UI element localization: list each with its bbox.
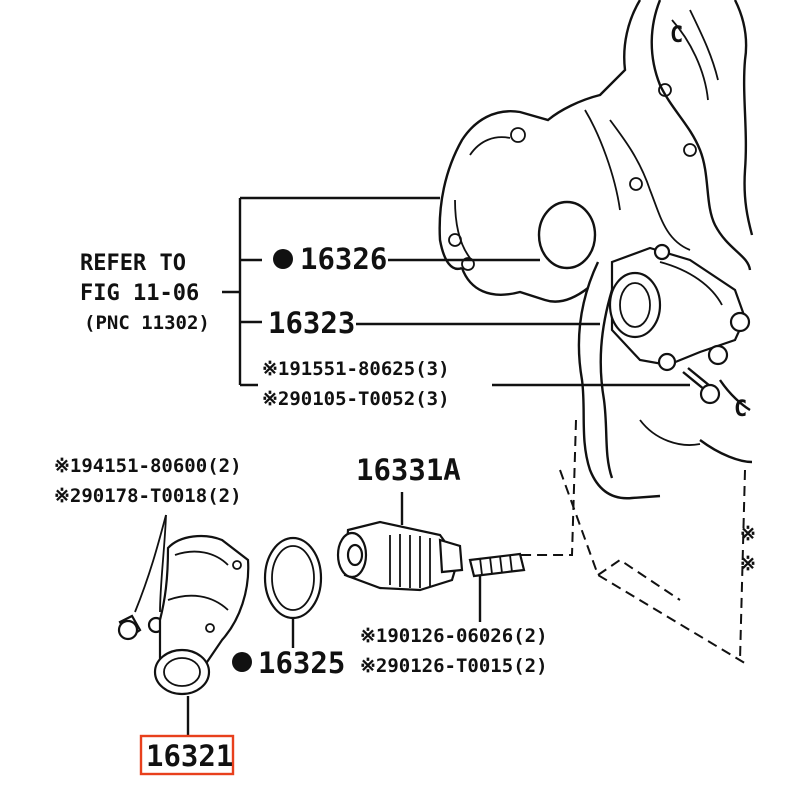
- part-label-bolt-b2[interactable]: ※290178-T0018(2): [54, 485, 242, 507]
- partial-mark-2: ※: [740, 553, 756, 575]
- engine-cover-drawing: [438, 0, 754, 500]
- stud-drawing: [468, 552, 526, 578]
- gasket-drawing: [263, 536, 323, 620]
- thermostat-drawing: [336, 520, 464, 592]
- reference-line-3: (PNC 11302): [84, 312, 210, 334]
- bolt-a-drawing: [682, 367, 721, 405]
- c-marker-2: C: [734, 397, 747, 422]
- assembly-dashed-lines: [520, 419, 749, 666]
- filled-dot-16326: [273, 249, 293, 269]
- part-label-16326[interactable]: 16326: [300, 242, 387, 276]
- reference-line-1: REFER TO: [80, 251, 186, 276]
- part-label-16323[interactable]: 16323: [268, 306, 355, 340]
- part-label-stud-1[interactable]: ※190126-06026(2): [360, 625, 548, 647]
- highlight-box-16321: [139, 734, 235, 776]
- part-label-bolt-a1[interactable]: ※191551-80625(3): [262, 358, 450, 380]
- part-label-bolt-a2[interactable]: ※290105-T0052(3): [262, 388, 450, 410]
- part-label-16331A[interactable]: 16331A: [356, 453, 461, 487]
- water-inlet-drawing: [153, 534, 250, 696]
- bolt-b-drawing: [117, 614, 165, 641]
- c-marker-1: C: [670, 23, 683, 48]
- part-label-stud-2[interactable]: ※290126-T0015(2): [360, 655, 548, 677]
- filled-dot-16325: [232, 652, 252, 672]
- part-label-16325[interactable]: 16325: [258, 646, 345, 680]
- refer-bracket: [222, 196, 440, 387]
- part-label-bolt-b1[interactable]: ※194151-80600(2): [54, 455, 242, 477]
- water-inlet-housing-drawing: [608, 243, 751, 372]
- reference-line-2: FIG 11-06: [80, 281, 199, 306]
- part-label-16321[interactable]: 16321: [146, 739, 233, 773]
